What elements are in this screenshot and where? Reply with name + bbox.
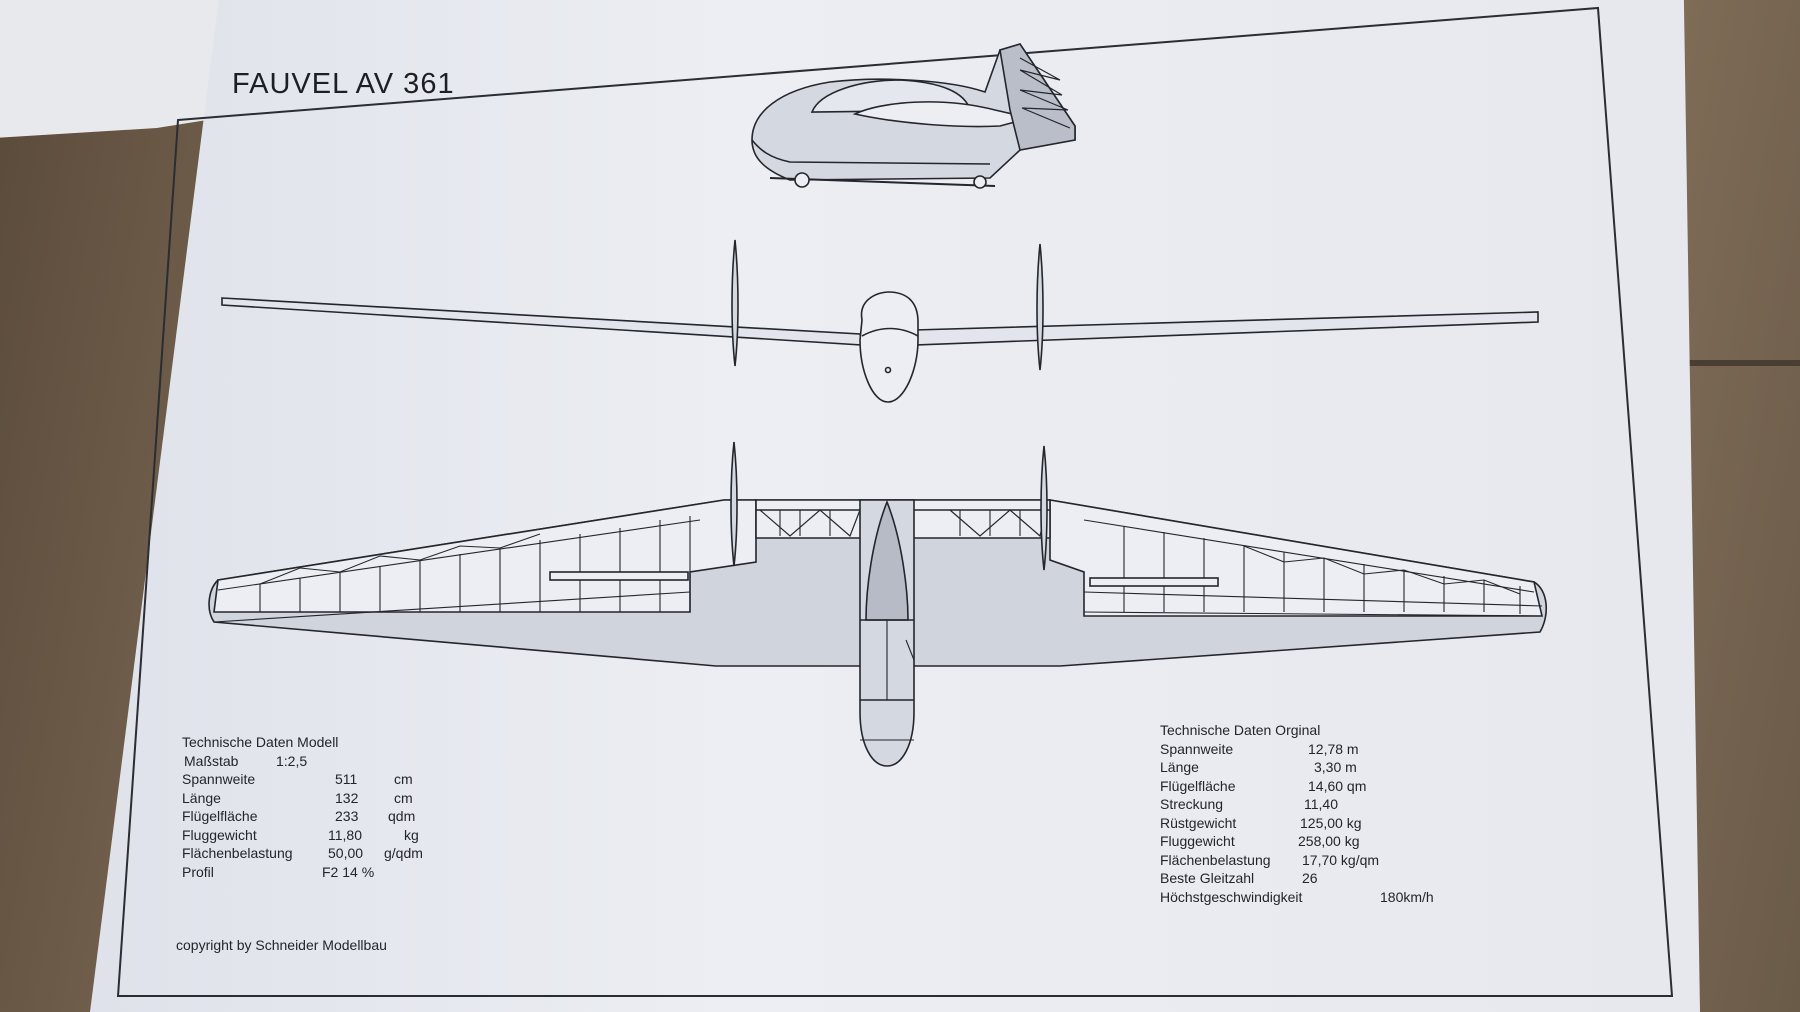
desk-edge <box>1620 360 1800 366</box>
original-specs-table: Technische Daten Orginal Spannweite 12,7… <box>1160 721 1450 906</box>
original-spec-row: Höchstgeschwindigkeit 180km/h <box>1160 888 1450 907</box>
original-spec-row: Rüstgewicht 125,00 kg <box>1160 814 1450 833</box>
original-spec-value: 3,30 m <box>1314 759 1357 775</box>
original-spec-value: 258,00 kg <box>1298 833 1360 849</box>
side-view <box>751 43 1076 189</box>
original-spec-label: Beste Gleitzahl <box>1160 870 1255 886</box>
model-spec-row: Flächenbelastung 50,00 g/qdm <box>182 844 472 863</box>
model-spec-unit: kg <box>404 826 419 843</box>
model-specs-heading: Technische Daten Modell <box>182 734 339 750</box>
original-spec-label: Flächenbelastung <box>1160 851 1271 868</box>
original-spec-label: Länge <box>1160 759 1199 775</box>
model-spec-unit: g/qdm <box>384 845 423 861</box>
model-spec-row: Profil F2 14 % <box>182 863 472 882</box>
model-spec-row: Fluggewicht 11,80 kg <box>182 826 472 845</box>
model-spec-label: Profil <box>182 863 214 880</box>
original-specs-heading: Technische Daten Orginal <box>1160 722 1321 738</box>
model-spec-value: F2 14 % <box>322 863 375 880</box>
front-view <box>221 239 1539 403</box>
model-spec-row: Länge 132 cm <box>182 789 472 808</box>
original-spec-value: 125,00 kg <box>1300 814 1362 831</box>
top-view-fuselage <box>859 499 915 767</box>
original-spec-label: Flügelfläche <box>1160 777 1236 794</box>
original-spec-row: Flächenbelastung 17,70 kg/qm <box>1160 851 1450 870</box>
original-spec-row: Fluggewicht 258,00 kg <box>1160 832 1450 851</box>
model-spec-unit: cm <box>394 771 413 787</box>
original-spec-row: Flügelfläche 14,60 qm <box>1160 777 1450 796</box>
model-spec-value: 511 <box>335 771 358 787</box>
copyright-notice: copyright by Schneider Modellbau <box>176 937 387 953</box>
model-spec-value: 1:2,5 <box>276 752 308 769</box>
original-spec-label: Höchstgeschwindigkeit <box>1160 888 1303 905</box>
original-spec-value: 180km/h <box>1380 888 1434 905</box>
model-spec-label: Flächenbelastung <box>182 845 293 861</box>
plan-title: FAUVEL AV 361 <box>232 68 455 100</box>
original-spec-value: 14,60 qm <box>1308 777 1367 794</box>
model-spec-label: Flügelfläche <box>182 808 258 824</box>
model-spec-row: Spannweite 511 cm <box>182 770 472 789</box>
original-spec-label: Fluggewicht <box>1160 833 1235 849</box>
model-spec-label: Länge <box>182 789 221 806</box>
model-specs-table: Technische Daten Modell Maßstab 1:2,5 Sp… <box>182 733 472 881</box>
original-spec-value: 11,40 <box>1304 796 1338 812</box>
model-spec-label: Maßstab <box>184 752 239 769</box>
model-spec-unit: qdm <box>388 808 416 824</box>
original-spec-value: 12,78 m <box>1308 740 1359 757</box>
model-spec-value: 11,80 <box>328 826 362 843</box>
original-spec-label: Streckung <box>1160 796 1224 812</box>
original-spec-label: Spannweite <box>1160 740 1234 757</box>
original-spec-label: Rüstgewicht <box>1160 814 1237 831</box>
original-spec-value: 26 <box>1302 870 1318 886</box>
original-spec-row: Länge 3,30 m <box>1160 758 1450 777</box>
model-spec-value: 50,00 <box>328 845 364 861</box>
original-spec-value: 17,70 kg/qm <box>1302 851 1380 868</box>
model-spec-value: 132 <box>335 789 359 806</box>
original-spec-row: Spannweite 12,78 m <box>1160 740 1450 759</box>
original-spec-row: Streckung 11,40 <box>1160 795 1450 814</box>
model-spec-value: 233 <box>335 808 359 824</box>
model-spec-row: Maßstab 1:2,5 <box>182 752 472 771</box>
model-spec-label: Spannweite <box>182 771 256 787</box>
original-spec-row: Beste Gleitzahl 26 <box>1160 869 1450 888</box>
model-spec-unit: cm <box>394 789 413 806</box>
model-spec-label: Fluggewicht <box>182 826 257 843</box>
model-spec-row: Flügelfläche 233 qdm <box>182 807 472 826</box>
